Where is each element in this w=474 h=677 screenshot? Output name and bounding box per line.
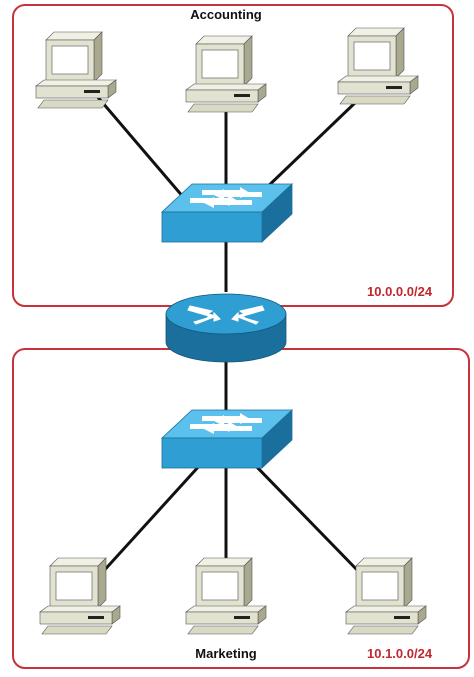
cable-switch2-pc4 <box>98 463 202 577</box>
pc-icon <box>35 31 117 109</box>
pc-icon <box>337 27 419 105</box>
pc-icon <box>345 557 427 635</box>
switch-icon <box>161 183 293 243</box>
accounting-subnet-label: 10.0.0.0/24 <box>367 284 433 299</box>
pc-icon <box>185 557 267 635</box>
pc-icon <box>185 35 267 113</box>
pc-icon <box>39 557 121 635</box>
cable-switch2-pc6 <box>250 460 364 577</box>
switch-icon <box>161 409 293 469</box>
marketing-zone-label: Marketing <box>195 646 256 661</box>
marketing-subnet-label: 10.1.0.0/24 <box>367 646 433 661</box>
accounting-zone-label: Accounting <box>190 7 262 22</box>
cable-pc3-switch1 <box>260 98 360 194</box>
router-icon <box>165 293 287 363</box>
cable-pc1-switch1 <box>94 94 192 206</box>
